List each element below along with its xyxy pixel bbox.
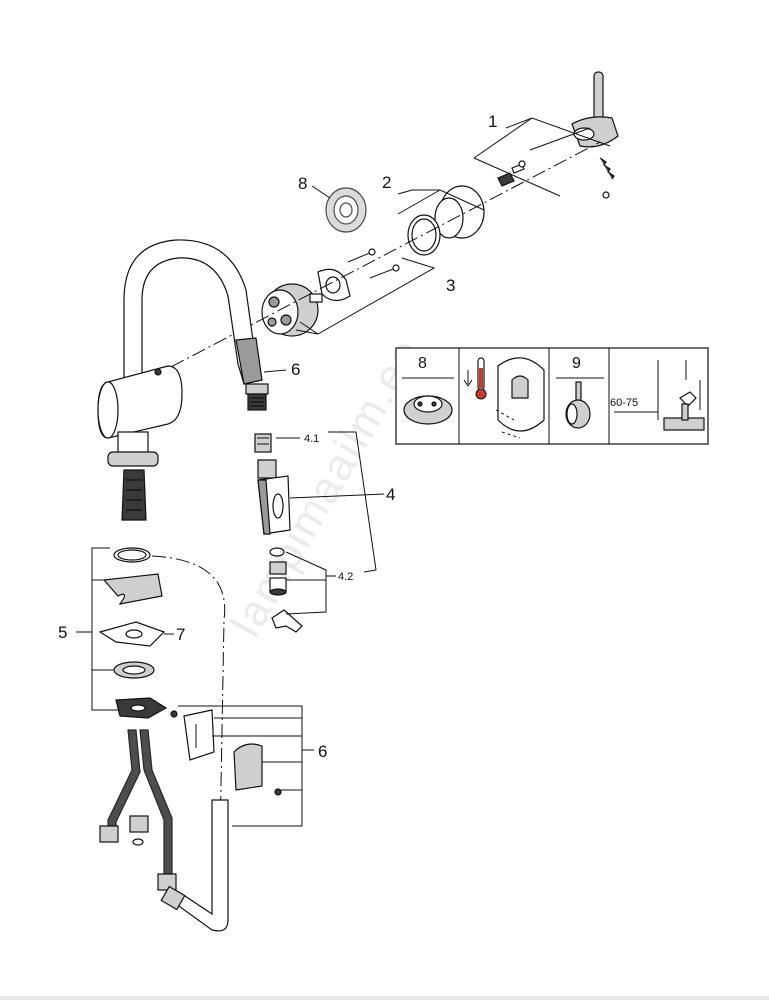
mixing-cartridge	[261, 283, 323, 337]
mounting-o-ring	[113, 547, 151, 563]
faucet-spout	[123, 239, 263, 401]
spray-clip	[271, 609, 303, 633]
cartridge-plate	[317, 268, 351, 302]
faucet-body	[97, 365, 183, 521]
fixing-bolts	[347, 248, 400, 279]
inset-box: 8 9	[395, 347, 709, 445]
callout-1: 1	[488, 112, 497, 131]
hose-connector	[245, 383, 269, 411]
inset-handle-icon	[565, 381, 591, 429]
o-ring	[407, 214, 441, 256]
mounting-nut	[115, 697, 168, 719]
mounting-bracket	[98, 621, 166, 647]
mounting-depth-icon	[614, 360, 705, 431]
inset-aerator-icon	[403, 395, 453, 425]
pull-out-hose	[160, 799, 229, 932]
bottom-border	[0, 996, 769, 1000]
handle-screw	[497, 160, 526, 187]
inset-label-8: 8	[418, 355, 427, 372]
spray-washer	[269, 547, 285, 557]
callout-2: 2	[382, 173, 391, 192]
thermometer-icon	[463, 357, 487, 400]
hose-nut	[254, 433, 272, 453]
mounting-washer	[113, 661, 155, 679]
cover-cap	[434, 185, 485, 239]
supply-hoses	[99, 729, 177, 891]
mounting-gasket	[102, 573, 163, 605]
callout-5: 5	[58, 623, 67, 642]
callout-6-weight: 6	[318, 742, 327, 761]
callout-3: 3	[446, 276, 455, 295]
callout-7: 7	[176, 625, 185, 644]
callout-4-1: 4.1	[304, 433, 319, 445]
handle-lever	[571, 71, 619, 199]
hose-weight	[170, 709, 282, 796]
inset-dimension: 60-75	[610, 397, 638, 409]
spray-insert	[269, 561, 287, 596]
inset-label-9: 9	[572, 355, 581, 372]
callout-4: 4	[386, 485, 395, 504]
spray-head	[257, 459, 291, 535]
aerator-ring	[325, 187, 367, 233]
lever-position-icon	[495, 357, 545, 439]
callout-6-spout: 6	[291, 360, 300, 379]
callout-4-2: 4.2	[338, 571, 353, 583]
callout-8: 8	[298, 174, 307, 193]
